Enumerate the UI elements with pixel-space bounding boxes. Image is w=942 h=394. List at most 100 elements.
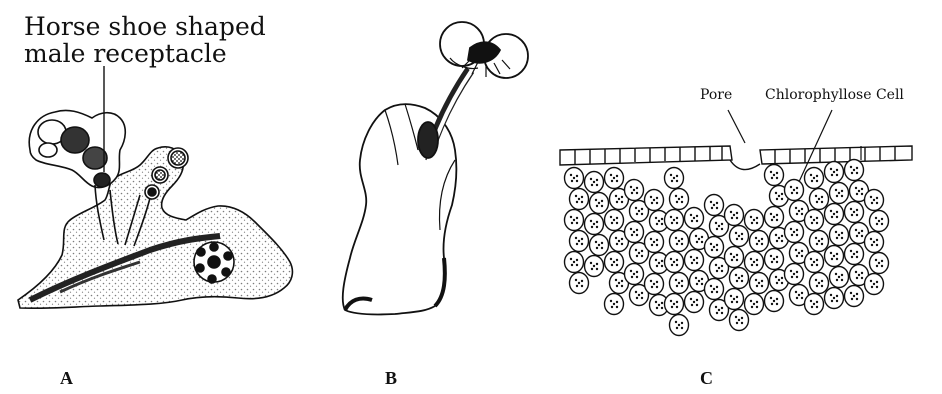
chloroplast-dot — [595, 241, 597, 243]
chloroplast-dot — [771, 177, 773, 179]
chloroplast-dot — [810, 174, 812, 176]
chloroplast-dot — [601, 247, 603, 249]
chloroplast-dot — [875, 217, 877, 219]
chloroplast-dot — [618, 198, 620, 200]
chloroplast-dot — [635, 291, 637, 293]
chloroplast-dot — [796, 255, 798, 257]
chloroplast-dot — [651, 202, 653, 204]
panel-c-cell-label: Chlorophyllose Cell — [765, 87, 904, 103]
chloroplast-dot — [575, 279, 577, 281]
chloroplast-dot — [596, 179, 598, 181]
chloroplast-dot — [610, 258, 612, 260]
chloroplast-dot — [855, 187, 857, 189]
chloroplast-dot — [656, 281, 658, 283]
chloroplast-dot — [733, 214, 735, 216]
chloroplast-dot — [596, 184, 598, 186]
chloroplast-dot — [796, 187, 798, 189]
chloroplast-dot — [636, 192, 638, 194]
chloroplast-dot — [678, 240, 680, 242]
chloroplast-dot — [878, 220, 880, 222]
chloroplast-dot — [571, 264, 573, 266]
chloroplast-dot — [595, 199, 597, 201]
chloroplast-dot — [793, 273, 795, 275]
chloroplast-dot — [716, 228, 718, 230]
chloroplast-dot — [576, 259, 578, 261]
chloroplast-dot — [835, 231, 837, 233]
chloroplast-dot — [596, 247, 598, 249]
chloroplast-dot — [816, 264, 818, 266]
chloroplast-dot — [641, 250, 643, 252]
chloroplast-dot — [795, 249, 797, 251]
chloroplast-dot — [641, 208, 643, 210]
chloroplast-dot — [713, 288, 715, 290]
chloroplast-dot — [816, 306, 818, 308]
chloroplast-dot — [856, 277, 858, 279]
chloroplast-dot — [881, 265, 883, 267]
chloroplast-dot — [835, 189, 837, 191]
chloroplast-dot — [816, 243, 818, 245]
chloroplast-dot — [715, 306, 717, 308]
chloroplast-dot — [696, 215, 698, 217]
chloroplast-dot — [876, 265, 878, 267]
chloroplast-dot — [676, 327, 678, 329]
chloroplast-dot — [816, 259, 818, 261]
chloroplast-dot — [693, 217, 695, 219]
chloroplast-dot — [796, 213, 798, 215]
chloroplast-dot — [756, 222, 758, 224]
chloroplast-dot — [715, 222, 717, 224]
chloroplast-dot — [851, 172, 853, 174]
chloroplast-dot — [613, 219, 615, 221]
chloroplast-dot — [836, 195, 838, 197]
chloroplast-dot — [721, 265, 723, 267]
chloroplast-dot — [810, 258, 812, 260]
chloroplast-dot — [621, 238, 623, 240]
chloroplast-dot — [810, 300, 812, 302]
chloroplast-dot — [598, 202, 600, 204]
chloroplast-dot — [656, 223, 658, 225]
chloroplast-dot — [821, 196, 823, 198]
chloroplast-dot — [831, 174, 833, 176]
chloroplast-dot — [715, 264, 717, 266]
chloroplast-dot — [631, 276, 633, 278]
chloroplast-dot — [718, 309, 720, 311]
chloroplast-dot — [681, 327, 683, 329]
chloroplast-dot — [816, 301, 818, 303]
chloroplast-dot — [656, 197, 658, 199]
chloroplast-dot — [653, 199, 655, 201]
chloroplast-dot — [873, 283, 875, 285]
chloroplast-dot — [661, 218, 663, 220]
chloroplast-dot — [741, 238, 743, 240]
chloroplast-dot — [636, 271, 638, 273]
chloroplast-dot — [795, 207, 797, 209]
chloroplast-dot — [856, 209, 858, 211]
chloroplast-dot — [850, 250, 852, 252]
chloroplast-dot — [770, 213, 772, 215]
chloroplast-dot — [673, 261, 675, 263]
chloroplast-dot — [818, 282, 820, 284]
chloroplast-dot — [853, 253, 855, 255]
chloroplast-dot — [851, 298, 853, 300]
chloroplast-dot — [861, 277, 863, 279]
chloroplast-dot — [856, 298, 858, 300]
chloroplast-dot — [841, 279, 843, 281]
chloroplast-dot — [831, 216, 833, 218]
chloroplast-dot — [578, 198, 580, 200]
chloroplast-dot — [573, 219, 575, 221]
chloroplast-dot — [711, 291, 713, 293]
chloroplast-dot — [775, 276, 777, 278]
chloroplast-dot — [736, 301, 738, 303]
chloroplast-dot — [616, 306, 618, 308]
chloroplast-dot — [690, 256, 692, 258]
chloroplast-dot — [821, 243, 823, 245]
chloroplast-dot — [581, 285, 583, 287]
chloroplast-dot — [616, 259, 618, 261]
chloroplast-dot — [710, 243, 712, 245]
chloroplast-dot — [691, 262, 693, 264]
chloroplast-dot — [716, 202, 718, 204]
chloroplast-dot — [735, 316, 737, 318]
chloroplast-dot — [796, 229, 798, 231]
chloroplast-dot — [721, 307, 723, 309]
chloroplast-dot — [750, 258, 752, 260]
chloroplast-dot — [655, 217, 657, 219]
chloroplast-dot — [758, 282, 760, 284]
